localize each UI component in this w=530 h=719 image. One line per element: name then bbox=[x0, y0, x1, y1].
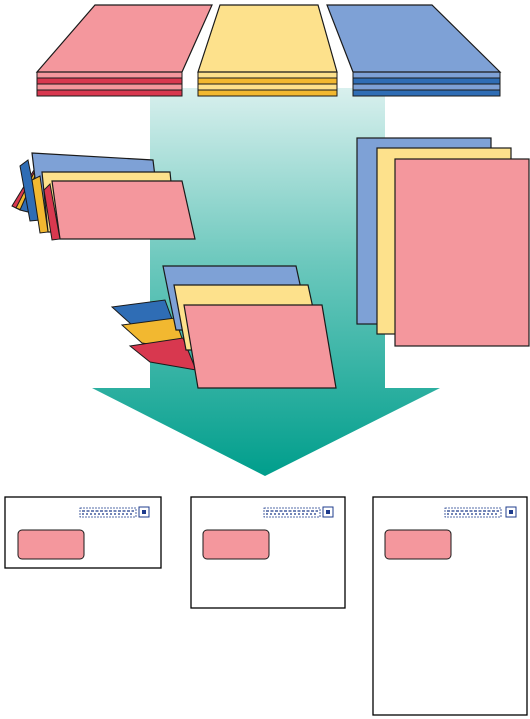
yellow-paper-stack bbox=[197, 4, 338, 97]
small-envelope bbox=[4, 496, 162, 569]
postmark-logo-icon bbox=[444, 506, 517, 518]
address-window bbox=[17, 529, 85, 560]
c-fold-set bbox=[11, 152, 196, 241]
c-fold-icon bbox=[11, 152, 196, 241]
pink-paper-stack bbox=[35, 4, 213, 97]
z-fold-set bbox=[110, 265, 337, 389]
flat-set bbox=[356, 137, 530, 347]
large-envelope bbox=[372, 496, 528, 716]
postmark-logo-icon bbox=[263, 506, 334, 518]
address-window bbox=[384, 529, 452, 560]
postmark-logo-icon bbox=[79, 506, 150, 518]
flat-sheets-icon bbox=[356, 137, 530, 347]
address-window bbox=[202, 529, 270, 560]
medium-envelope bbox=[190, 496, 346, 609]
z-fold-icon bbox=[110, 265, 337, 389]
blue-paper-stack bbox=[326, 4, 502, 97]
